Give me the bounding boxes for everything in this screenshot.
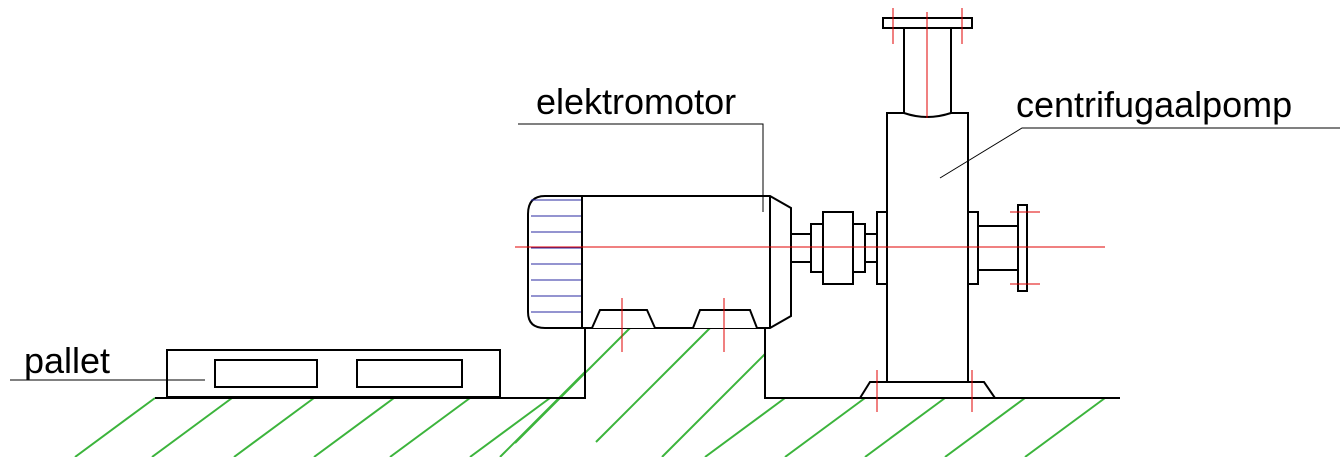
leader-lines xyxy=(10,123,1340,381)
hatch-line xyxy=(389,397,471,457)
hatch-line xyxy=(704,397,786,457)
ground-hatch xyxy=(74,327,1106,457)
hatch-line xyxy=(514,327,631,444)
hatch-line xyxy=(469,397,551,457)
centrifugal-pump xyxy=(858,17,1028,399)
hatch-line xyxy=(784,397,866,457)
hatch-line xyxy=(1024,397,1106,457)
hatch-line xyxy=(313,397,395,457)
hatch-line xyxy=(944,397,1026,457)
hatch-line xyxy=(661,353,766,457)
hatch-line xyxy=(595,327,711,443)
electric-motor xyxy=(527,195,792,329)
hatch-line xyxy=(233,397,315,457)
pallet xyxy=(166,349,501,398)
centerlines xyxy=(515,8,1105,412)
shaft-coupling xyxy=(790,211,878,285)
label-elektromotor: elektromotor xyxy=(536,81,736,122)
hatch-line xyxy=(864,397,946,457)
label-pallet: pallet xyxy=(24,340,110,381)
label-centrifugaalpomp: centrifugaalpomp xyxy=(1016,84,1292,125)
hatch-line xyxy=(74,397,156,457)
hatch-line xyxy=(151,397,233,457)
motor-cooling-fins xyxy=(531,199,582,313)
